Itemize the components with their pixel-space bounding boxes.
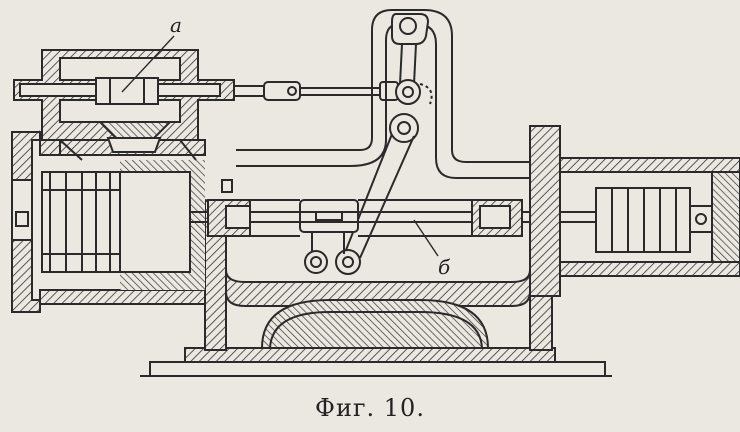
left-cylinder <box>11 130 206 313</box>
valve-chest <box>13 49 235 161</box>
leader-lines <box>121 35 439 257</box>
connecting-link <box>335 113 419 275</box>
engine-frame <box>204 198 553 351</box>
base-plate <box>140 347 612 377</box>
crosshead <box>299 199 359 274</box>
rocker-lever <box>391 13 433 105</box>
right-cylinder <box>529 125 740 297</box>
drawing-linework <box>11 9 740 377</box>
label-b: б <box>438 255 451 279</box>
label-a: а <box>170 13 182 37</box>
figure-caption: Фиг. 10. <box>315 394 425 422</box>
valve-rod <box>233 81 399 101</box>
